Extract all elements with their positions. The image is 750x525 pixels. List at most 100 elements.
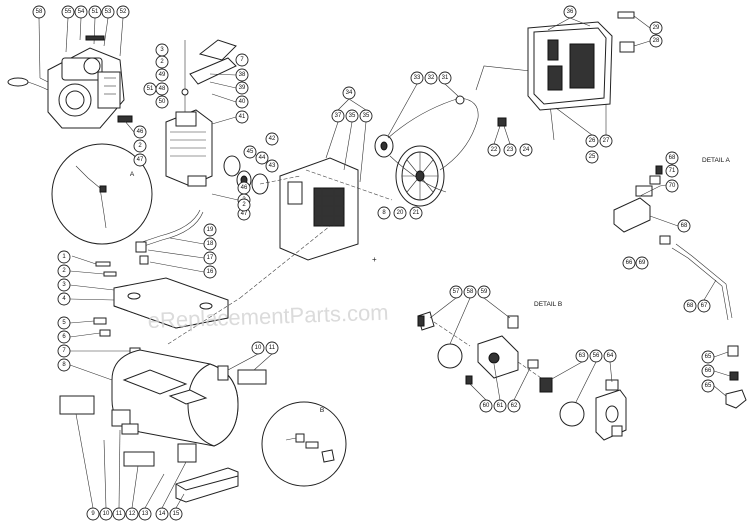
callout-42: 42 (265, 132, 279, 146)
svg-text:21: 21 (413, 210, 420, 216)
svg-text:17: 17 (207, 255, 214, 261)
svg-text:9: 9 (91, 511, 95, 517)
callout-11-b: 11 (112, 507, 126, 521)
callout-57: 57 (449, 285, 463, 299)
callout-20: 20 (393, 206, 407, 220)
belt-shroud-panel (279, 157, 359, 261)
starter-rope (7, 77, 49, 91)
svg-text:15: 15 (173, 511, 180, 517)
callout-16: 16 (203, 265, 217, 279)
callout-4: 4 (57, 292, 71, 306)
svg-text:53: 53 (105, 9, 112, 15)
svg-text:61: 61 (497, 403, 504, 409)
svg-text:59: 59 (481, 289, 488, 295)
svg-text:28: 28 (653, 38, 660, 44)
svg-text:52: 52 (120, 9, 127, 15)
svg-text:11: 11 (269, 345, 276, 351)
svg-text:47: 47 (241, 211, 248, 217)
callout-26: 26 (585, 134, 599, 148)
svg-text:69: 69 (639, 260, 646, 266)
callout-60: 60 (479, 399, 493, 413)
callout-13: 13 (138, 507, 152, 521)
callout-35-b: 35 (359, 109, 373, 123)
svg-text:40: 40 (239, 99, 246, 105)
svg-text:68: 68 (687, 303, 694, 309)
callout-59: 59 (477, 285, 491, 299)
callout-55: 55 (61, 5, 75, 19)
svg-text:18: 18 (207, 241, 214, 247)
svg-text:3: 3 (62, 282, 66, 288)
svg-text:56: 56 (593, 353, 600, 359)
svg-text:48: 48 (159, 86, 166, 92)
callout-70: 70 (665, 179, 679, 193)
callout-37: 37 (331, 109, 345, 123)
svg-text:7: 7 (240, 57, 244, 63)
svg-text:68: 68 (681, 223, 688, 229)
callout-7-a: 7 (235, 53, 249, 67)
callout-38: 38 (235, 68, 249, 82)
svg-text:45: 45 (247, 149, 254, 155)
callout-31: 31 (438, 71, 452, 85)
callout-14: 14 (155, 507, 169, 521)
svg-text:10: 10 (255, 345, 262, 351)
callout-64: 64 (603, 349, 617, 363)
svg-text:5: 5 (62, 320, 66, 326)
callout-46-a: 46 (133, 125, 147, 139)
callout-2-b: 2 (133, 139, 147, 153)
callout-35: 35 (345, 109, 359, 123)
svg-text:70: 70 (669, 183, 676, 189)
callout-40: 40 (235, 95, 249, 109)
drive-belt (387, 97, 479, 193)
svg-text:66: 66 (705, 368, 712, 374)
svg-text:8: 8 (62, 362, 66, 368)
callout-25: 25 (585, 150, 599, 164)
callout-2: 2 (155, 55, 169, 69)
svg-text:1: 1 (62, 254, 66, 260)
svg-text:66: 66 (626, 260, 633, 266)
callout-6: 6 (57, 330, 71, 344)
svg-text:34: 34 (346, 90, 353, 96)
svg-text:20: 20 (397, 210, 404, 216)
svg-text:46: 46 (241, 185, 248, 191)
svg-text:64: 64 (607, 353, 614, 359)
svg-text:22: 22 (491, 147, 498, 153)
callout-18: 18 (203, 237, 217, 251)
callout-19: 19 (203, 223, 217, 237)
callout-9: 9 (86, 507, 100, 521)
svg-text:7: 7 (62, 348, 66, 354)
callout-24: 24 (519, 143, 533, 157)
callout-28: 28 (649, 34, 663, 48)
svg-text:57: 57 (453, 289, 460, 295)
callout-53: 53 (101, 5, 115, 19)
callout-56: 56 (589, 349, 603, 363)
svg-text:55: 55 (65, 9, 72, 15)
callout-68-b: 68 (677, 219, 691, 233)
motor-pulley (374, 134, 394, 158)
callout-43: 43 (265, 159, 279, 173)
callout-65-b: 65 (701, 379, 715, 393)
callout-8-b: 8 (57, 358, 71, 372)
svg-text:2: 2 (62, 268, 66, 274)
callout-27: 27 (599, 134, 613, 148)
detail-b-zoom-circle: B (261, 401, 347, 487)
svg-text:67: 67 (701, 303, 708, 309)
svg-text:63: 63 (579, 353, 586, 359)
svg-text:11: 11 (116, 511, 123, 517)
callout-21: 21 (409, 206, 423, 220)
svg-text:41: 41 (239, 114, 246, 120)
callout-58-b: 58 (463, 285, 477, 299)
callout-2-d: 2 (237, 198, 251, 212)
detail-a-title: DETAIL A (702, 157, 730, 164)
callout-65-a: 65 (701, 350, 715, 364)
callout-63: 63 (575, 349, 589, 363)
callout-1: 1 (57, 250, 71, 264)
detail-b-title: DETAIL B (534, 301, 562, 308)
callout-62: 62 (507, 399, 521, 413)
detail-a-zoom-circle: A (51, 143, 153, 245)
motor-mount-plate (113, 277, 229, 329)
callout-46-b: 46 (237, 181, 251, 195)
svg-text:24: 24 (523, 147, 530, 153)
callout-3-b: 3 (57, 278, 71, 292)
callout-67: 67 (697, 299, 711, 313)
pressure-regulator (539, 377, 627, 441)
